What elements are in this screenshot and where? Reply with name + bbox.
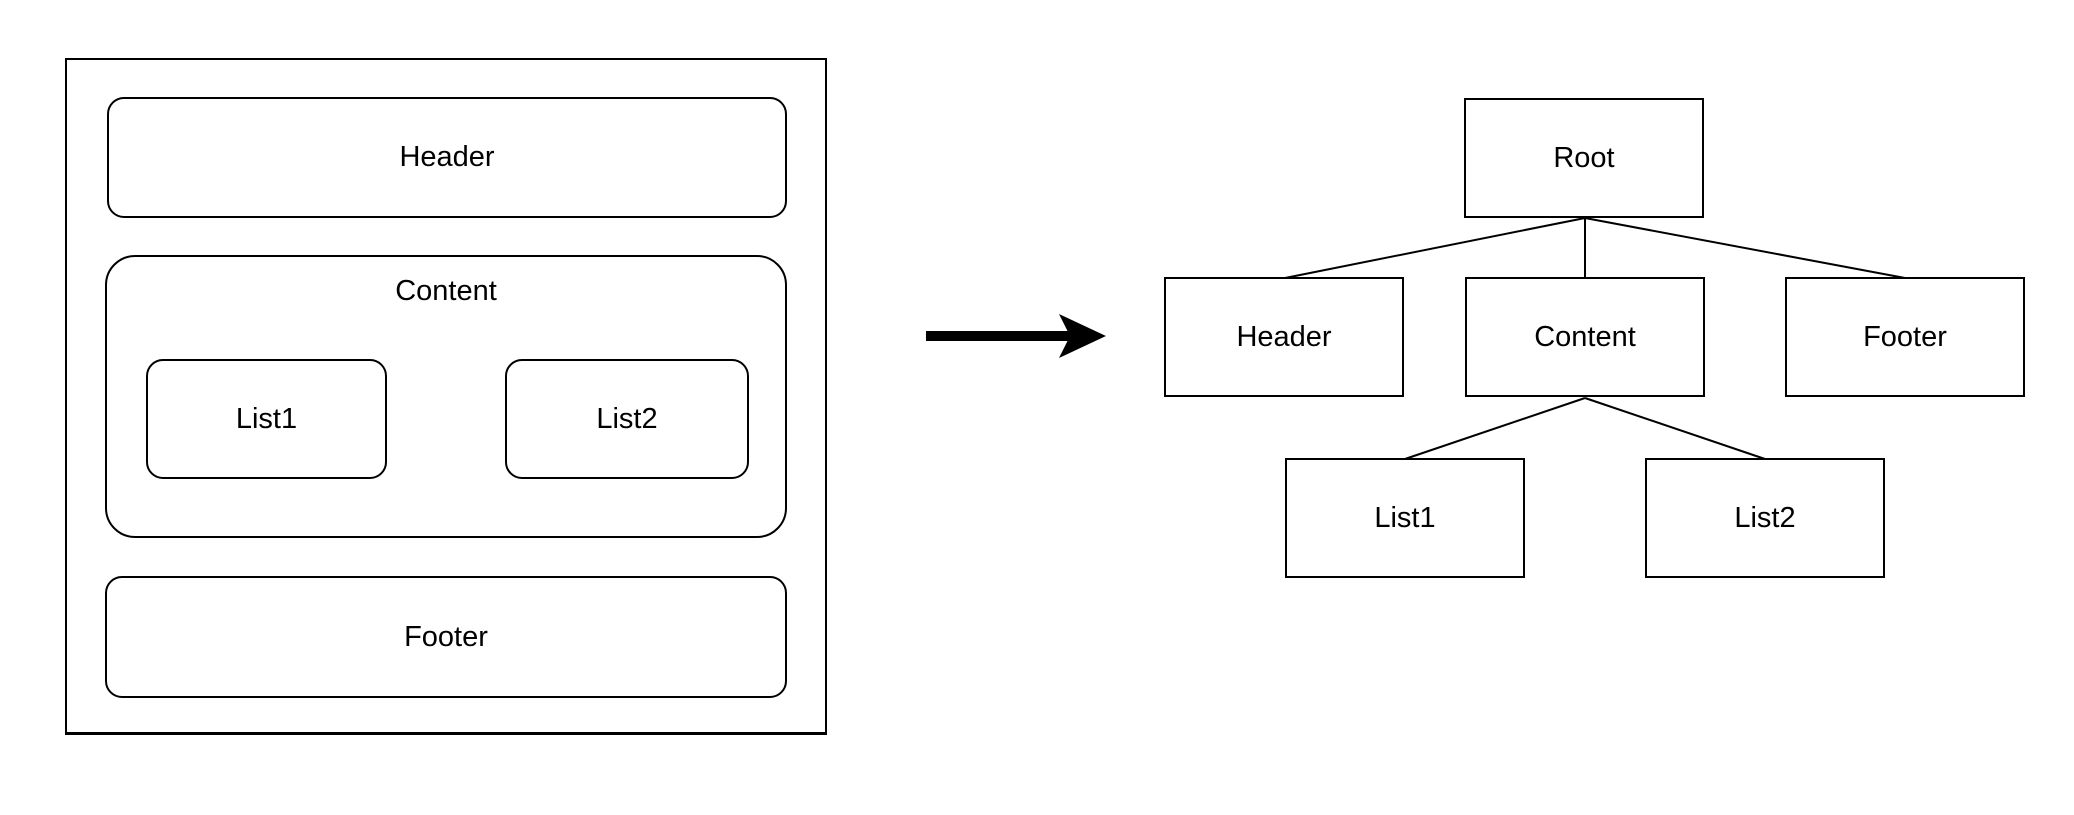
- arrow-head: [1059, 314, 1106, 358]
- tree-node-list2: List2: [1645, 458, 1885, 578]
- edge-root-footer: [1584, 217, 1906, 279]
- edge-content-list2: [1584, 397, 1766, 460]
- wireframe-list2-label: List2: [596, 402, 658, 435]
- tree-node-root: Root: [1464, 98, 1704, 218]
- wireframe-footer-label: Footer: [404, 620, 488, 653]
- tree-node-header: Header: [1164, 277, 1404, 397]
- tree-node-content: Content: [1465, 277, 1705, 397]
- tree-node-header-label: Header: [1236, 320, 1332, 353]
- wireframe-root-box: Header Content List1 List2 Footer: [65, 58, 827, 735]
- edge-root-header: [1284, 217, 1586, 279]
- tree-node-list2-label: List2: [1734, 501, 1796, 534]
- wireframe-content-box: Content List1 List2: [105, 255, 787, 538]
- wireframe-content-label: Content: [395, 275, 497, 307]
- wireframe-list2-box: List2: [505, 359, 749, 479]
- wireframe-list1-label: List1: [235, 402, 298, 435]
- wireframe-list1-box: List1: [146, 359, 387, 479]
- wireframe-footer-box: Footer: [105, 576, 787, 698]
- tree-node-list1-label: List1: [1374, 501, 1436, 534]
- tree-edges: [1284, 217, 1906, 460]
- tree-node-content-label: Content: [1534, 320, 1636, 353]
- arrow-shaft: [926, 331, 1070, 341]
- wireframe-header-box: Header: [107, 97, 787, 218]
- tree-node-footer: Footer: [1785, 277, 2025, 397]
- tree-node-root-label: Root: [1553, 141, 1615, 174]
- tree-node-footer-label: Footer: [1863, 320, 1947, 353]
- tree-node-list1: List1: [1285, 458, 1525, 578]
- edge-content-list1: [1404, 397, 1586, 460]
- wireframe-header-label: Header: [399, 141, 495, 173]
- arrow-right-icon: [926, 314, 1106, 358]
